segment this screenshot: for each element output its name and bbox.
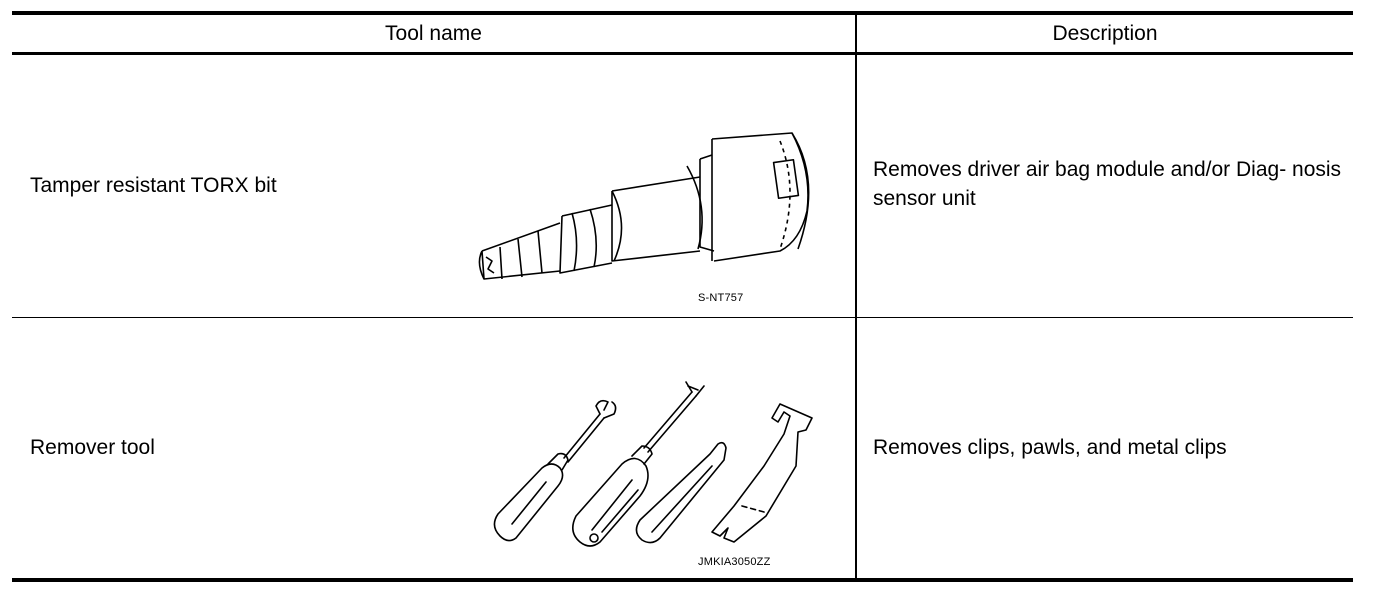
tool-name-remover-tool: Remover tool [30, 436, 155, 459]
special-tools-table: Tool name Description Tamper resistant T… [12, 11, 1353, 582]
tool-name-torx-bit: Tamper resistant TORX bit [30, 174, 277, 197]
torx-bit-socket-illustration [462, 111, 822, 301]
trim-remover-tools-illustration [472, 356, 822, 556]
column-divider [855, 11, 857, 582]
header-divider [12, 52, 1353, 55]
description-remover-tool: Removes clips, pawls, and metal clips [873, 436, 1227, 459]
table-top-border [12, 11, 1353, 15]
header-description: Description [1052, 21, 1158, 45]
header-tool-name: Tool name [385, 21, 482, 45]
description-torx-bit: Removes driver air bag module and/or Dia… [873, 158, 1342, 210]
figure-code-s-nt757: S-NT757 [698, 292, 744, 304]
figure-code-jmkia3050zz: JMKIA3050ZZ [698, 556, 771, 568]
row-divider [12, 317, 1353, 318]
table-bottom-border [12, 578, 1353, 582]
